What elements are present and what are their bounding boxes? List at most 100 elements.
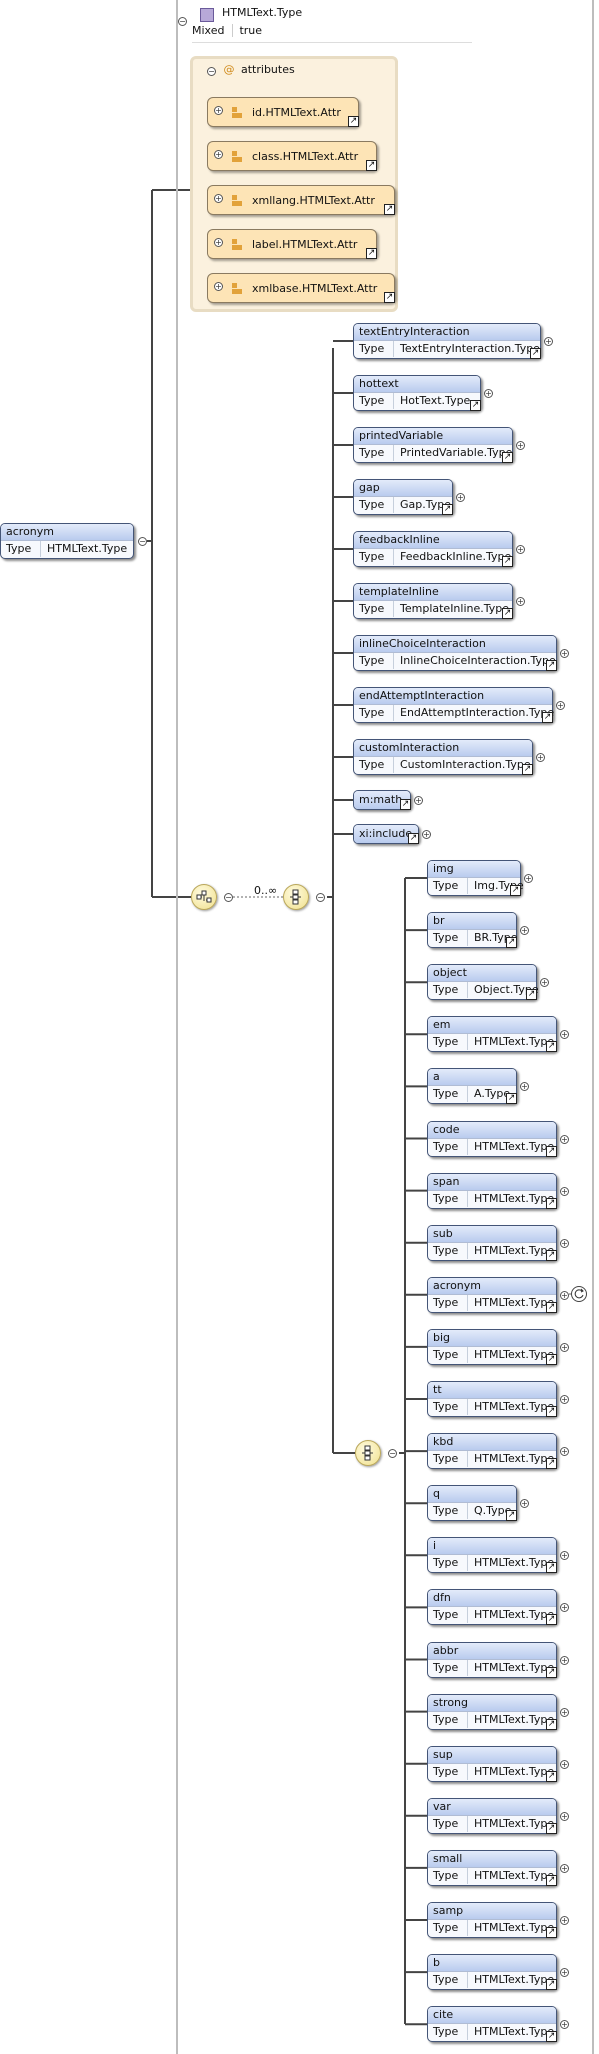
- expand-element-icon[interactable]: +: [516, 441, 525, 450]
- expand-element-icon[interactable]: +: [560, 2020, 569, 2030]
- expand-element-icon[interactable]: +: [560, 649, 569, 658]
- collapse-choice2-icon[interactable]: −: [388, 1449, 397, 1458]
- expand-element-icon[interactable]: +: [520, 1082, 529, 1092]
- expand-attribute-icon[interactable]: +: [214, 106, 223, 115]
- expand-element-icon[interactable]: +: [560, 1290, 569, 1300]
- collapse-choice1-icon[interactable]: −: [316, 893, 325, 902]
- expand-element-icon[interactable]: +: [560, 1916, 569, 1925]
- type-value: PrintedVariable.Type: [400, 446, 513, 459]
- expand-element-icon[interactable]: +: [524, 874, 533, 883]
- expand-element-icon[interactable]: +: [560, 1863, 569, 1873]
- attribute-item[interactable]: +xmlbase.HTMLText.Attr↗: [207, 273, 395, 303]
- recursion-icon[interactable]: [571, 1286, 587, 1302]
- expand-element-icon[interactable]: +: [560, 1968, 569, 1978]
- sequence-compositor[interactable]: [191, 884, 217, 910]
- expand-element-icon[interactable]: +: [560, 1030, 569, 1040]
- attributes-title[interactable]: − @ attributes: [207, 63, 295, 76]
- expand-attribute-icon[interactable]: +: [214, 194, 223, 203]
- expand-element-icon[interactable]: +: [560, 1238, 569, 1248]
- element-name: br: [428, 913, 516, 931]
- expand-attribute-icon[interactable]: +: [214, 282, 223, 291]
- choice-compositor-1[interactable]: [283, 884, 309, 910]
- expand-element-icon[interactable]: +: [556, 701, 565, 710]
- type-label: Type: [354, 341, 394, 357]
- expand-element-icon[interactable]: +: [520, 1499, 529, 1509]
- expand-element-icon[interactable]: +: [560, 1551, 569, 1561]
- collapse-sequence-icon[interactable]: −: [224, 893, 233, 902]
- expand-element-icon[interactable]: +: [544, 337, 553, 346]
- expand-element-icon[interactable]: +: [540, 978, 549, 988]
- expand-element-icon[interactable]: +: [516, 597, 525, 606]
- collapse-attributes-icon[interactable]: −: [207, 67, 216, 76]
- choice-compositor-2[interactable]: [355, 1440, 381, 1466]
- expand-element-icon[interactable]: +: [560, 1759, 569, 1769]
- expand-element-icon[interactable]: +: [560, 1395, 569, 1404]
- type-value: FeedbackInline.Type: [400, 550, 512, 563]
- type-label: Type: [354, 497, 394, 513]
- type-label: Type: [428, 1451, 468, 1468]
- collapse-root-icon[interactable]: −: [138, 537, 147, 546]
- type-label: Type: [354, 393, 394, 409]
- expand-element-icon[interactable]: +: [536, 753, 545, 762]
- element-m-math[interactable]: m:math↗: [353, 790, 411, 810]
- expand-element-icon[interactable]: +: [560, 1603, 569, 1613]
- attribute-item[interactable]: +xmllang.HTMLText.Attr↗: [207, 185, 395, 215]
- reference-arrow-icon: ↗: [546, 1041, 557, 1053]
- element-xi-include[interactable]: xi:include↗: [353, 824, 419, 844]
- type-value: HTMLText.Type: [474, 1868, 555, 1882]
- collapse-type-icon[interactable]: −: [178, 17, 187, 26]
- expand-element-icon[interactable]: +: [484, 389, 493, 398]
- type-label: Type: [428, 1346, 468, 1363]
- expand-element-icon[interactable]: +: [456, 493, 465, 502]
- expand-element-icon[interactable]: +: [560, 1134, 569, 1144]
- expand-attribute-icon[interactable]: +: [214, 238, 223, 247]
- expand-element-icon[interactable]: +: [422, 830, 431, 839]
- attribute-item[interactable]: +label.HTMLText.Attr↗: [207, 229, 377, 259]
- expand-element-icon[interactable]: +: [560, 1186, 569, 1196]
- expand-element-icon[interactable]: +: [560, 1655, 569, 1665]
- expand-element-icon[interactable]: +: [560, 1447, 569, 1457]
- attribute-item[interactable]: +id.HTMLText.Attr↗: [207, 97, 359, 127]
- expand-element-icon[interactable]: +: [520, 926, 529, 936]
- expand-element-icon[interactable]: +: [414, 796, 423, 805]
- expand-element-icon[interactable]: +: [560, 1342, 569, 1352]
- expand-element-icon[interactable]: +: [560, 1811, 569, 1821]
- attribute-item[interactable]: +class.HTMLText.Attr↗: [207, 141, 377, 171]
- expand-element-icon[interactable]: +: [560, 1707, 569, 1717]
- expand-element-icon[interactable]: +: [516, 545, 525, 554]
- expand-attribute-icon[interactable]: +: [214, 150, 223, 159]
